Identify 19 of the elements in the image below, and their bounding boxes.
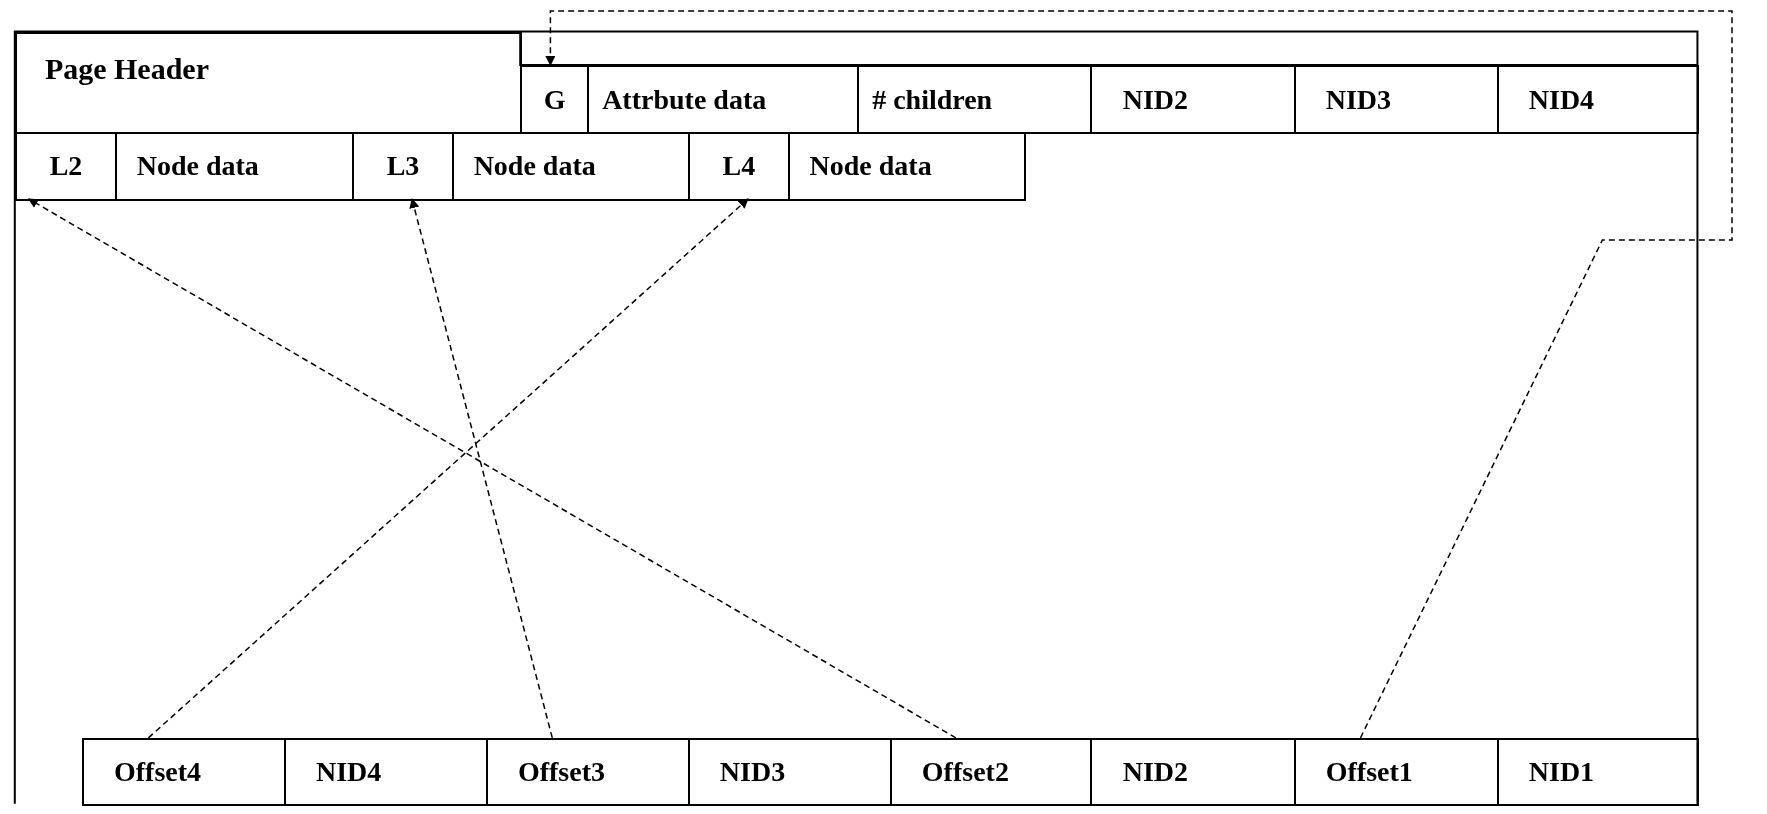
field-cell: Offset3: [485, 737, 690, 806]
field-cell: NID2: [1090, 737, 1296, 806]
field-cell: NID3: [687, 737, 892, 806]
field-cell: NID4: [1496, 65, 1700, 134]
field-cell: NID3: [1293, 65, 1499, 134]
arrow: [545, 10, 1733, 739]
field-cell: NID1: [1496, 737, 1700, 806]
field-cell: NID4: [283, 737, 488, 806]
field-cell: Offset2: [889, 737, 1093, 806]
field-cell: Offset4: [81, 737, 286, 806]
field-cell: # children: [857, 65, 1093, 134]
arrow: [409, 198, 554, 739]
field-cell: NID2: [1090, 65, 1296, 134]
field-cell: L2: [14, 132, 118, 201]
field-cell: Node data: [788, 132, 1026, 201]
arrow: [27, 198, 957, 739]
field-cell: Offset1: [1293, 737, 1499, 806]
arrow: [147, 198, 749, 739]
header-cell: Page Header: [14, 31, 523, 134]
